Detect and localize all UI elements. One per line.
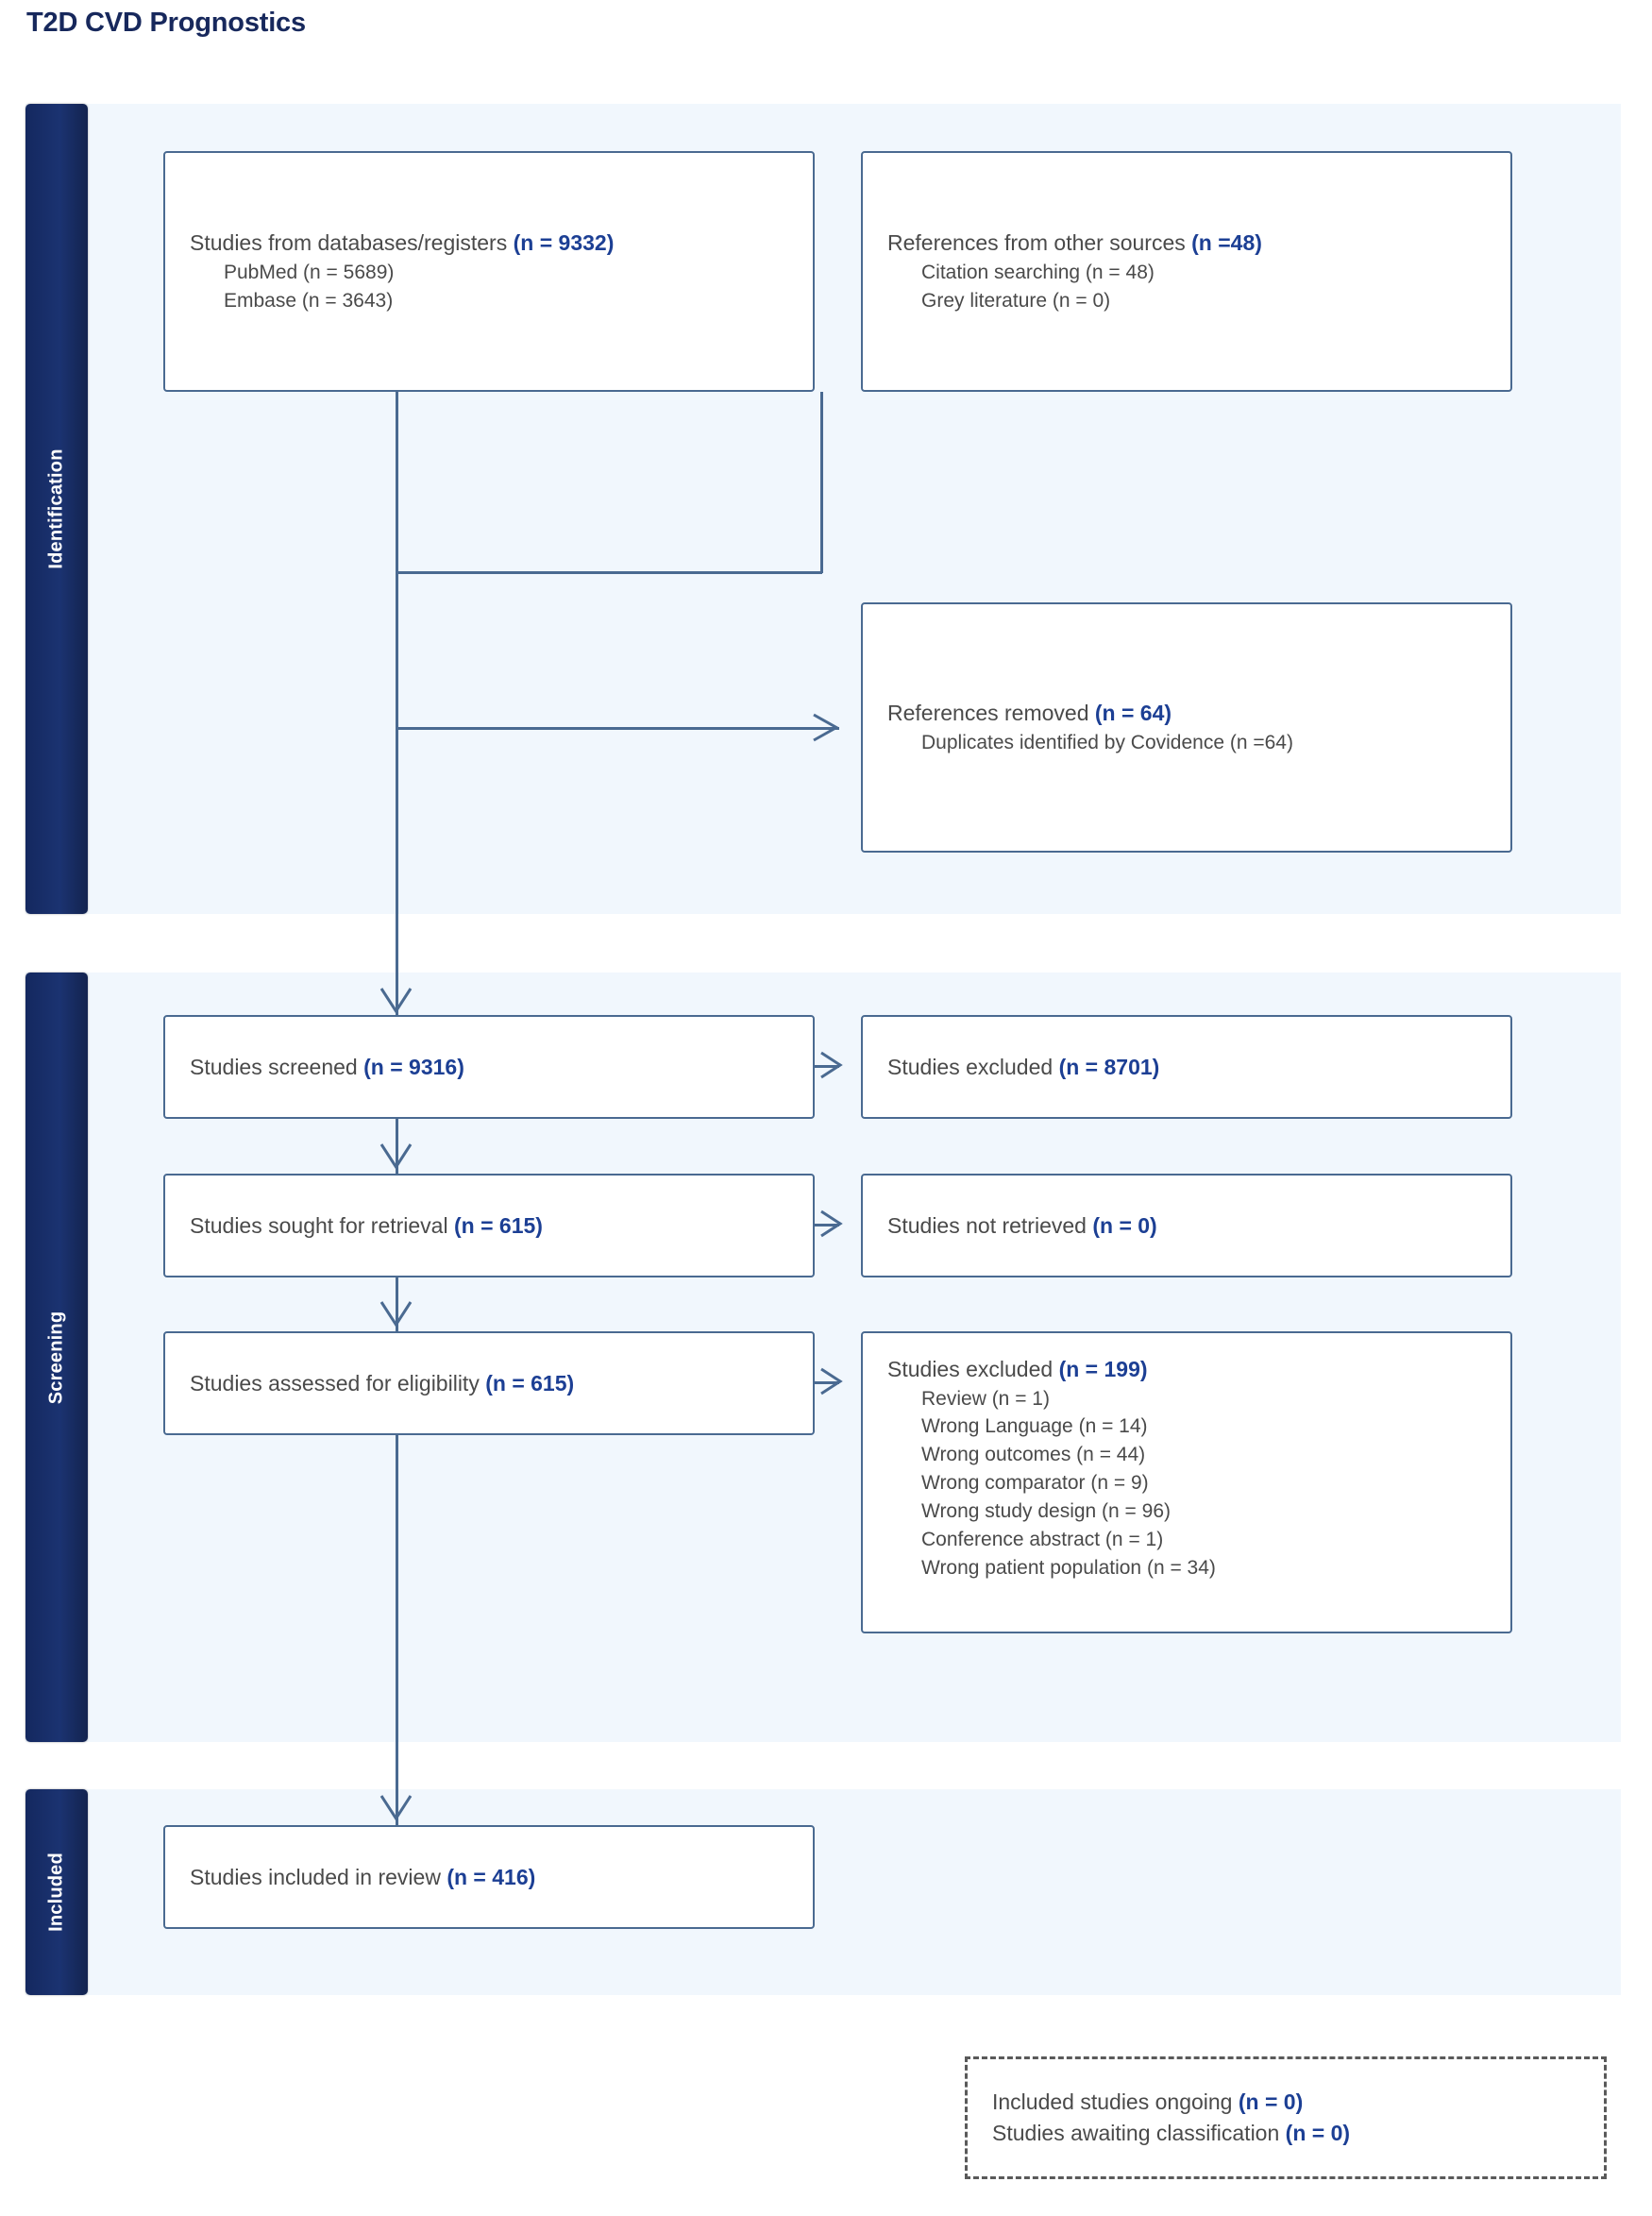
box-sought-count: (n = 615) (453, 1212, 543, 1238)
stage-label-screening: Screening (45, 1311, 67, 1404)
arrowhead-to-removed-icon (813, 713, 840, 742)
box-excluded-screened-count: (n = 8701) (1058, 1054, 1160, 1079)
box-studies-not-retrieved: Studies not retrieved (n = 0) (861, 1174, 1512, 1277)
box-screened-main-line: Studies screened (n = 9316) (190, 1052, 788, 1083)
stage-tab-screening: Screening (25, 973, 88, 1742)
exclusion-reason-wrong-study-design: Wrong study design (n = 96) (921, 1499, 1172, 1522)
box-removed-count: (n = 64) (1094, 701, 1172, 726)
exclusion-reason-wrong-language: Wrong Language (n = 14) (921, 1415, 1148, 1438)
box-excluded-assessed-count: (n = 199) (1058, 1357, 1148, 1381)
box-assessed-label: Studies assessed for eligibility (190, 1370, 486, 1396)
box-databases-count: (n = 9332) (513, 230, 615, 256)
exclusion-reason-wrong-comparator: Wrong comparator (n = 9) (921, 1472, 1149, 1495)
box-ongoing-and-awaiting: Included studies ongoing (n = 0) Studies… (965, 2056, 1607, 2179)
stage-tab-identification: Identification (25, 104, 88, 914)
arrowhead-excluded-assessed-icon (820, 1367, 843, 1396)
stage-label-identification: Identification (45, 448, 67, 569)
box-references-removed: References removed (n = 64) Duplicates i… (861, 602, 1512, 853)
box-ongoing-label: Included studies ongoing (992, 2089, 1239, 2115)
connector-other-sources-down (820, 392, 823, 573)
connector-to-removed (396, 727, 839, 730)
connector-assessed-to-included (396, 1435, 398, 1825)
box-removed-main-line: References removed (n = 64) (887, 698, 1486, 729)
box-ongoing-count: (n = 0) (1238, 2089, 1304, 2115)
box-studies-assessed-for-eligibility: Studies assessed for eligibility (n = 61… (163, 1331, 815, 1435)
stage-tab-included: Included (25, 1789, 88, 1995)
connector-sought-right (815, 1224, 839, 1226)
box-excluded-screened-label: Studies excluded (887, 1054, 1059, 1079)
page-title: T2D CVD Prognostics (26, 8, 306, 38)
box-excluded-assessed-label: Studies excluded (887, 1357, 1059, 1381)
connector-assessed-right (815, 1381, 839, 1384)
box-databases-main-line: Studies from databases/registers (n = 93… (190, 228, 788, 259)
box-references-other-sources: References from other sources (n =48) Ci… (861, 151, 1512, 392)
box-other-sources-sub-citation: Citation searching (n = 48) (921, 262, 1155, 284)
arrowhead-to-screened-icon (379, 988, 413, 1014)
box-excluded-screened-main-line: Studies excluded (n = 8701) (887, 1052, 1486, 1083)
connector-databases-down (396, 392, 398, 573)
box-studies-sought-for-retrieval: Studies sought for retrieval (n = 615) (163, 1174, 815, 1277)
box-databases-sub-pubmed: PubMed (n = 5689) (224, 262, 395, 284)
exclusion-reason-wrong-patient-population: Wrong patient population (n = 34) (921, 1556, 1216, 1579)
box-assessed-count: (n = 615) (485, 1370, 575, 1396)
box-included-main-line: Studies included in review (n = 416) (190, 1862, 788, 1893)
exclusion-reason-conference-abstract: Conference abstract (n = 1) (921, 1528, 1164, 1550)
box-included-count: (n = 416) (447, 1864, 536, 1889)
arrowhead-to-sought-icon (379, 1143, 413, 1170)
box-other-sources-sub-grey: Grey literature (n = 0) (921, 289, 1111, 312)
box-assessed-main-line: Studies assessed for eligibility (n = 61… (190, 1368, 788, 1399)
connector-sought-to-assessed (396, 1277, 398, 1331)
arrowhead-not-retrieved-icon (820, 1209, 843, 1238)
box-awaiting-count: (n = 0) (1285, 2121, 1351, 2145)
box-studies-from-databases: Studies from databases/registers (n = 93… (163, 151, 815, 392)
box-sought-main-line: Studies sought for retrieval (n = 615) (190, 1210, 788, 1242)
box-other-sources-label: References from other sources (887, 230, 1192, 256)
box-other-sources-count: (n =48) (1191, 230, 1262, 256)
box-studies-excluded-screened: Studies excluded (n = 8701) (861, 1015, 1512, 1119)
box-screened-count: (n = 9316) (363, 1054, 464, 1079)
arrowhead-to-assessed-icon (379, 1301, 413, 1328)
box-awaiting-label: Studies awaiting classification (992, 2121, 1286, 2145)
box-studies-screened: Studies screened (n = 9316) (163, 1015, 815, 1119)
box-included-label: Studies included in review (190, 1864, 447, 1889)
box-screened-label: Studies screened (190, 1054, 364, 1079)
box-studies-included-in-review: Studies included in review (n = 416) (163, 1825, 815, 1929)
box-ongoing-line-1: Included studies ongoing (n = 0) (992, 2087, 1579, 2118)
box-studies-excluded-assessed: Studies excluded (n = 199) Review (n = 1… (861, 1331, 1512, 1633)
box-excluded-assessed-main-line: Studies excluded (n = 199) (887, 1354, 1486, 1385)
arrowhead-excluded-screened-icon (820, 1051, 843, 1079)
connector-merge-horizontal (396, 571, 822, 574)
exclusion-reason-review: Review (n = 1) (921, 1387, 1050, 1410)
exclusion-reason-wrong-outcomes: Wrong outcomes (n = 44) (921, 1444, 1146, 1466)
box-not-retrieved-count: (n = 0) (1092, 1212, 1157, 1238)
box-databases-sub-embase: Embase (n = 3643) (224, 289, 394, 312)
box-removed-sub-duplicates: Duplicates identified by Covidence (n =6… (921, 731, 1293, 753)
box-not-retrieved-main-line: Studies not retrieved (n = 0) (887, 1210, 1486, 1242)
stage-label-included: Included (45, 1852, 67, 1932)
box-databases-label: Studies from databases/registers (190, 230, 514, 256)
connector-trunk-down (396, 571, 398, 1020)
box-not-retrieved-label: Studies not retrieved (887, 1212, 1093, 1238)
box-other-sources-main-line: References from other sources (n =48) (887, 228, 1486, 259)
box-removed-label: References removed (887, 701, 1095, 726)
box-ongoing-line-2: Studies awaiting classification (n = 0) (992, 2118, 1579, 2149)
arrowhead-to-included-icon (379, 1795, 413, 1821)
box-sought-label: Studies sought for retrieval (190, 1212, 454, 1238)
connector-screened-right (815, 1065, 839, 1068)
connector-screened-to-sought (396, 1119, 398, 1174)
